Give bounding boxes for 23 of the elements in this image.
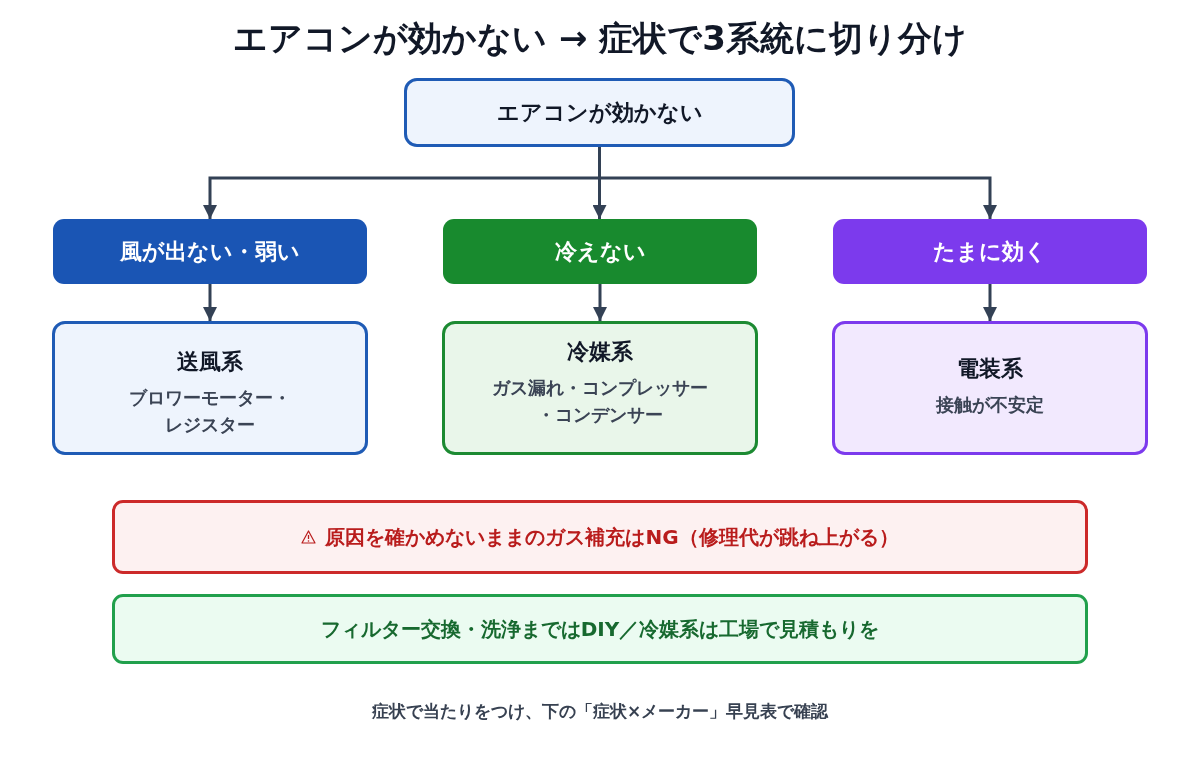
- part-list: ガス漏れ・コンプレッサー・コンデンサー: [486, 373, 714, 428]
- part-list: 接触が不安定: [860, 391, 1120, 418]
- system-card: [52, 321, 368, 455]
- arrow: [598, 147, 997, 219]
- symptom-box: たまに効く: [833, 219, 1147, 284]
- title: エアコンが効かない → 症状で3系統に切り分け: [232, 17, 968, 60]
- system-heading: 電装系: [957, 355, 1023, 383]
- arrow: [203, 284, 217, 321]
- arrow: [593, 284, 607, 321]
- caption: 症状で当たりをつけ、下の「症状×メーカー」早見表で確認: [370, 700, 830, 723]
- warning-banner: [112, 500, 1088, 574]
- system-heading: 送風系: [177, 347, 243, 376]
- part-list: ブロワーモーター・レジスター: [124, 383, 296, 438]
- symptom-box: 冷えない: [443, 219, 757, 284]
- system-card: [442, 321, 758, 455]
- tip-message: フィルター交換・洗浄まではDIY／冷媒系は工場で見積もりを: [320, 615, 880, 643]
- warning-message: 原因を確かめないままのガス補充はNG（修理代が跳ね上がる）: [325, 523, 899, 551]
- system-card: [832, 321, 1148, 455]
- tip-banner: [112, 594, 1088, 664]
- system-heading: 冷媒系: [567, 337, 633, 366]
- arrow: [983, 284, 997, 321]
- problem-box: エアコンが効かない: [404, 78, 795, 147]
- symptom-box: 風が出ない・弱い: [53, 219, 367, 284]
